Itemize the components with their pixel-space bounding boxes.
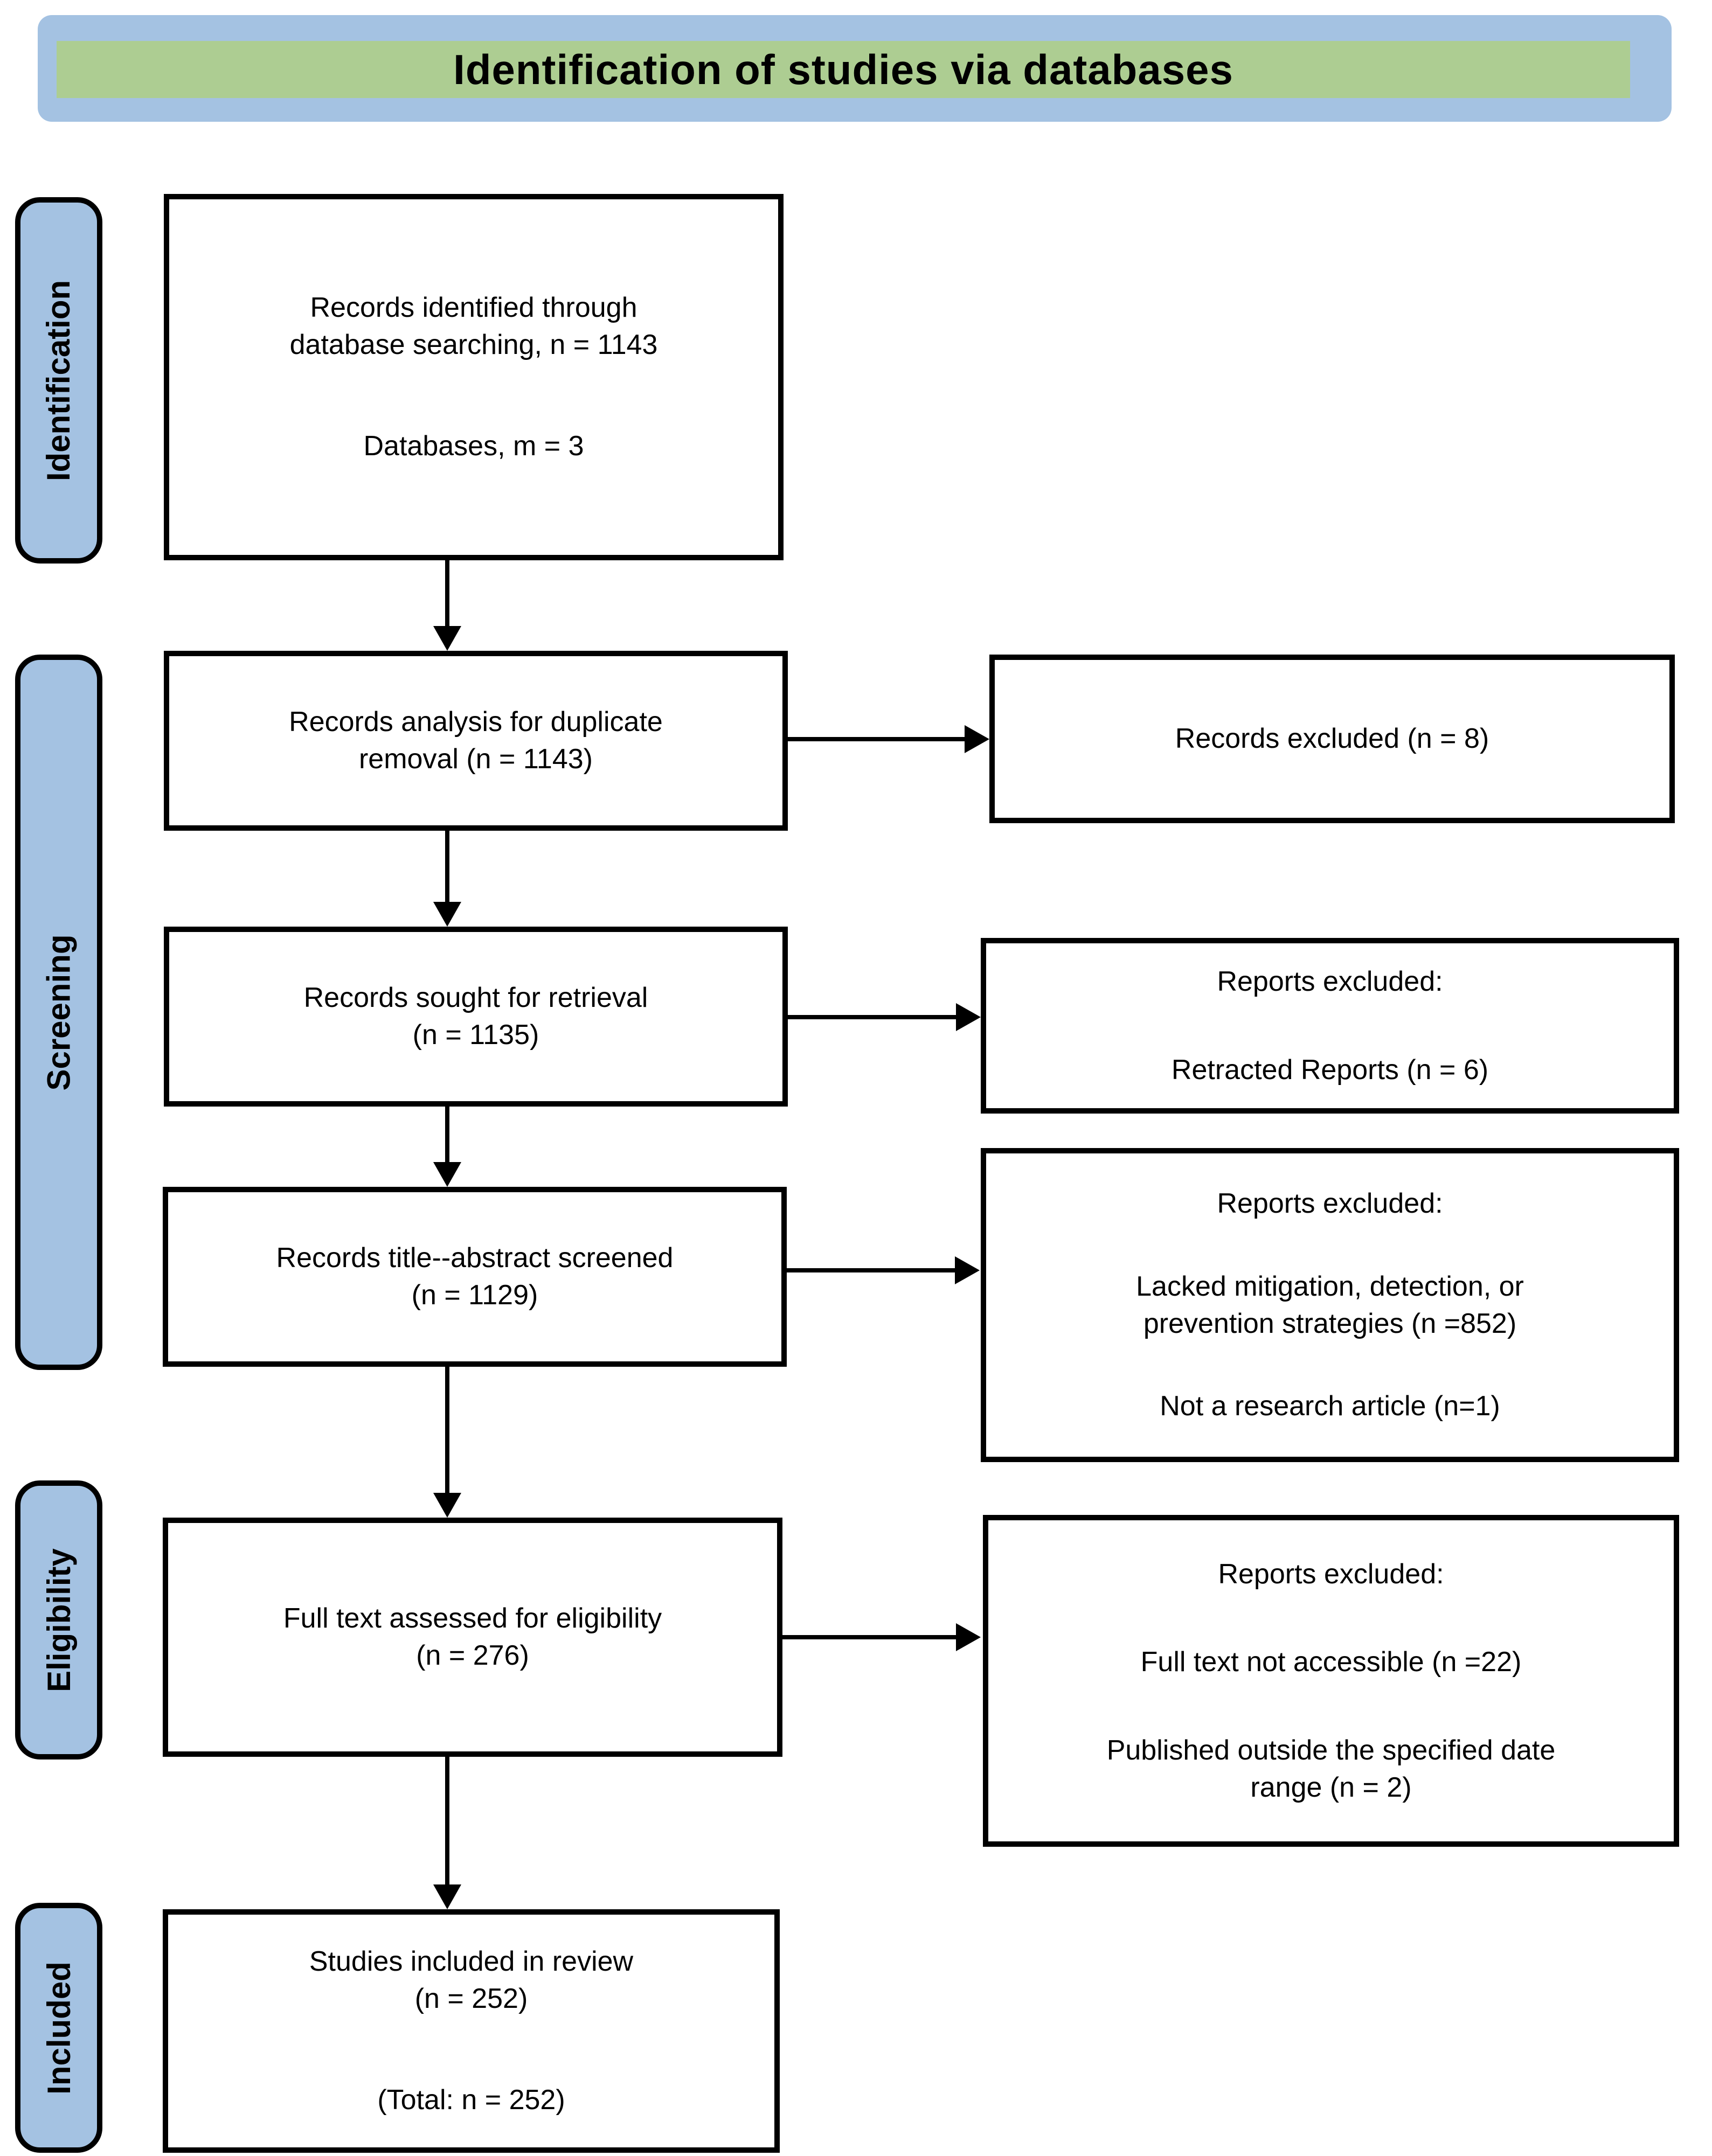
header-title-bar: Identification of studies via databases <box>57 41 1630 98</box>
flow-box-full-text-assessed: Full text assessed for eligibility (n = … <box>163 1518 782 1757</box>
arrow-head <box>433 1162 461 1187</box>
arrow-head <box>433 626 461 651</box>
arrow-head <box>956 1623 981 1651</box>
stage-label-eligibility: Eligibility <box>15 1480 102 1759</box>
flow-box-sought-retrieval: Records sought for retrieval (n = 1135) <box>164 927 788 1107</box>
stage-label-screening-text: Screening <box>40 934 77 1091</box>
exclusion-box-full-text-reason-2: Published outside the specified date ran… <box>1106 1735 1556 1803</box>
exclusion-box-full-text-not-accessible: Reports excluded: Full text not accessib… <box>983 1515 1679 1847</box>
diagram-title: Identification of studies via databases <box>453 45 1233 93</box>
arrow-shaft <box>780 1635 958 1639</box>
flow-box-records-identified-line-1: Records identified through database sear… <box>289 292 658 360</box>
arrow-head <box>965 725 989 753</box>
arrow-shaft <box>445 1107 449 1164</box>
exclusion-box-records-excluded-text: Records excluded (n = 8) <box>1175 723 1489 755</box>
stage-label-included: Included <box>15 1903 102 2153</box>
arrow-shaft <box>445 831 449 904</box>
exclusion-box-retracted-reports: Reports excluded: Retracted Reports (n =… <box>981 938 1679 1114</box>
arrow-shaft <box>786 1015 958 1019</box>
flow-box-title-abstract-screened: Records title--abstract screened (n = 11… <box>163 1187 787 1367</box>
exclusion-box-retracted-reports-reason: Retracted Reports (n = 6) <box>1171 1054 1489 1086</box>
arrow-head <box>955 1256 980 1284</box>
exclusion-box-lacked-strategies-reason-2: Not a research article (n=1) <box>1160 1390 1500 1422</box>
exclusion-box-full-text-heading: Reports excluded: <box>1218 1558 1444 1590</box>
exclusion-box-lacked-strategies-reason-1: Lacked mitigation, detection, or prevent… <box>1136 1270 1524 1339</box>
flow-box-sought-retrieval-text: Records sought for retrieval (n = 1135) <box>303 982 648 1051</box>
exclusion-box-full-text-reason-1: Full text not accessible (n =22) <box>1140 1646 1522 1678</box>
flow-box-full-text-assessed-text: Full text assessed for eligibility (n = … <box>283 1603 662 1671</box>
arrow-head <box>433 1884 461 1909</box>
flow-box-studies-included-line-2: (Total: n = 252) <box>377 2084 565 2116</box>
stage-label-identification-text: Identification <box>40 280 77 481</box>
arrow-head <box>433 902 461 927</box>
flow-box-studies-included-line-1: Studies included in review (n = 252) <box>309 1946 634 2014</box>
exclusion-box-lacked-strategies: Reports excluded: Lacked mitigation, det… <box>981 1148 1679 1462</box>
exclusion-box-lacked-strategies-heading: Reports excluded: <box>1217 1188 1443 1220</box>
stage-label-screening: Screening <box>15 655 102 1370</box>
arrow-shaft <box>786 737 966 741</box>
flow-box-duplicate-removal-text: Records analysis for duplicate removal (… <box>289 706 663 775</box>
arrow-shaft <box>785 1268 957 1272</box>
exclusion-box-records-excluded: Records excluded (n = 8) <box>989 655 1675 823</box>
flow-box-title-abstract-screened-text: Records title--abstract screened (n = 11… <box>276 1242 674 1311</box>
arrow-shaft <box>445 1367 449 1495</box>
flow-box-duplicate-removal: Records analysis for duplicate removal (… <box>164 651 788 831</box>
arrow-shaft <box>445 1757 449 1887</box>
arrow-shaft <box>445 560 449 628</box>
arrow-head <box>433 1493 461 1518</box>
exclusion-box-retracted-reports-heading: Reports excluded: <box>1217 965 1443 997</box>
flow-box-studies-included: Studies included in review (n = 252) (To… <box>163 1909 780 2153</box>
arrow-head <box>956 1003 981 1031</box>
stage-label-identification: Identification <box>15 197 102 564</box>
stage-label-included-text: Included <box>40 1961 77 2095</box>
stage-label-eligibility-text: Eligibility <box>40 1548 77 1692</box>
flow-box-records-identified: Records identified through database sear… <box>164 194 784 560</box>
flow-box-records-identified-line-2: Databases, m = 3 <box>363 430 584 462</box>
